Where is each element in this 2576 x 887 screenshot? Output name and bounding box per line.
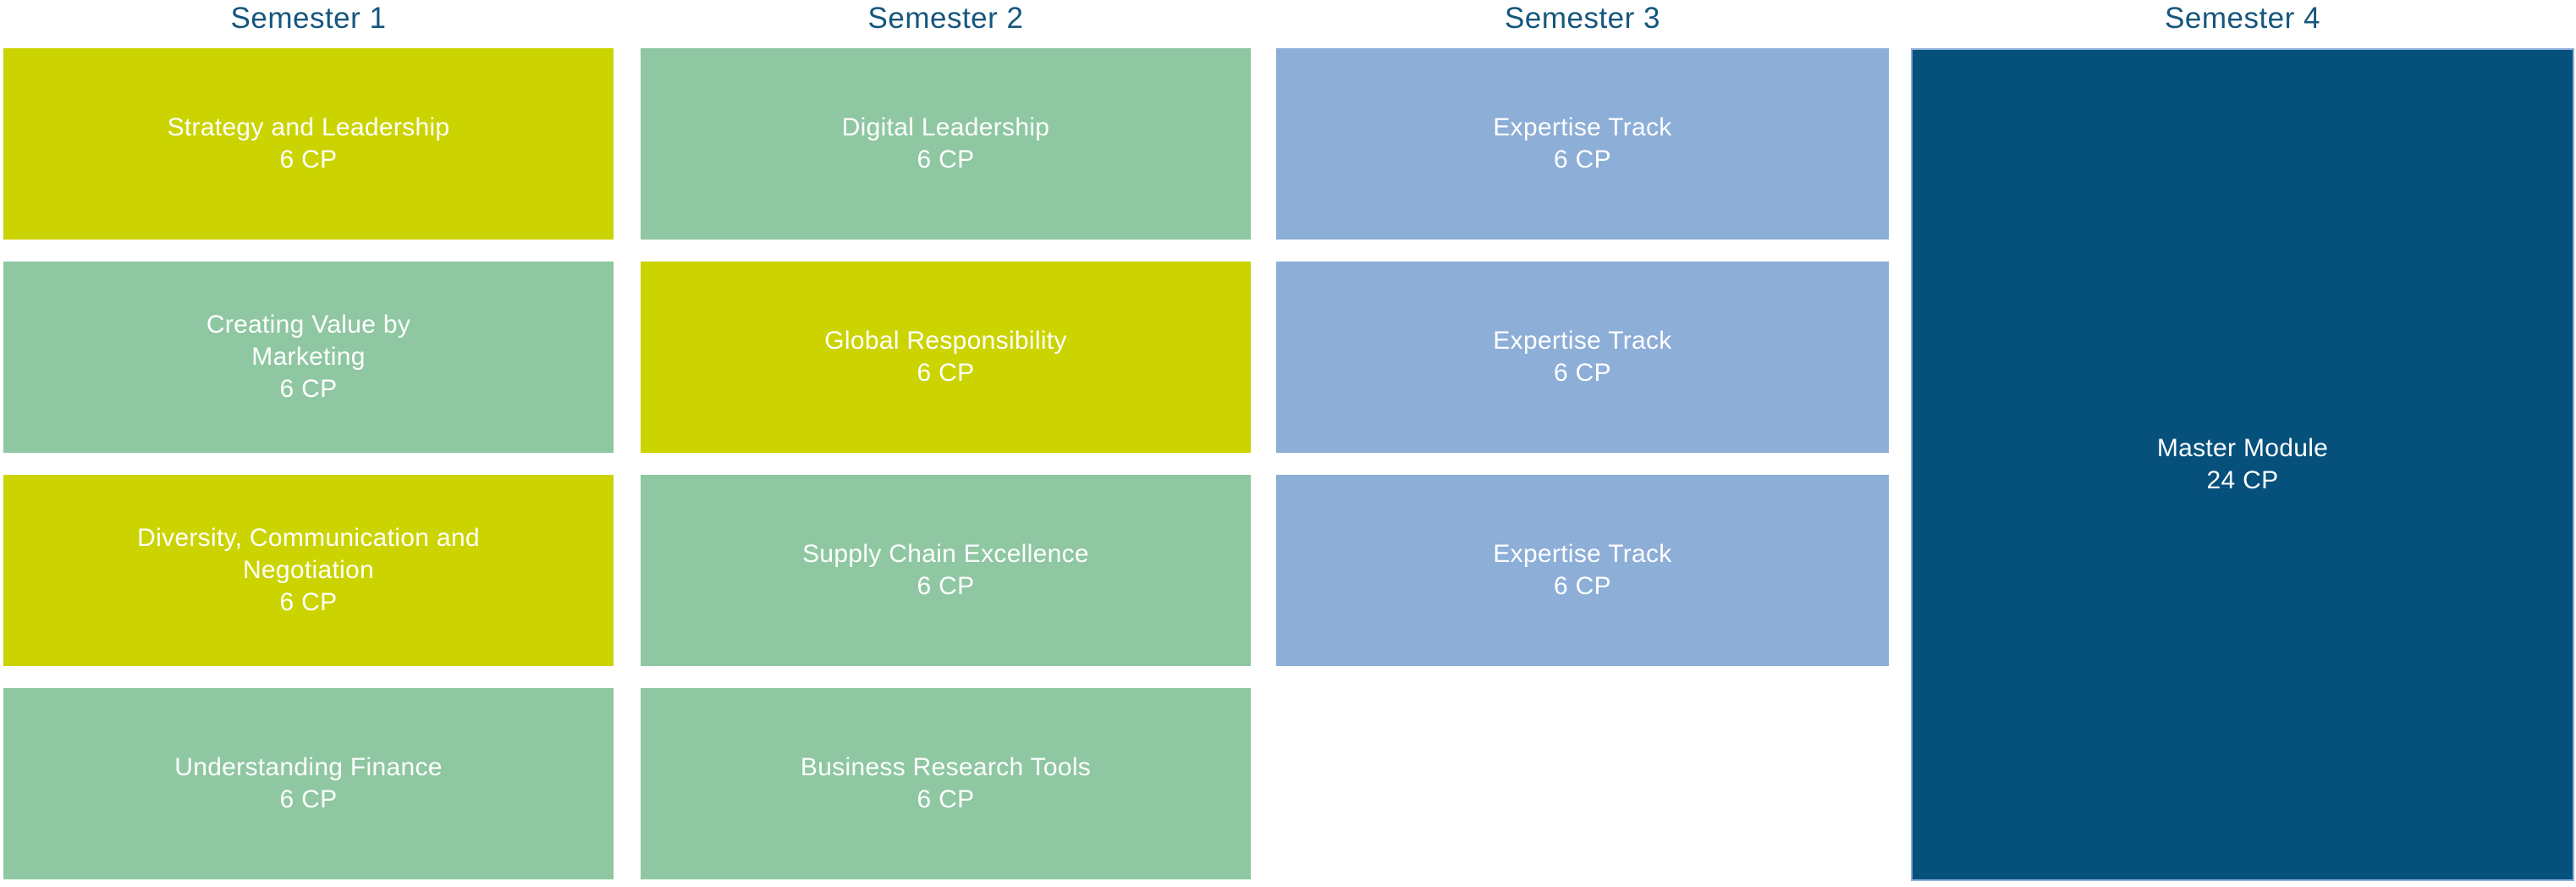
- module-title: Global Responsibility: [824, 327, 1067, 355]
- semester-4-column: Semester 4 Master Module 24 CP: [1911, 0, 2574, 887]
- module-credits: 6 CP: [916, 785, 975, 813]
- module-diversity-communication-and-negotiation: Diversity, Communication and Negotiation…: [3, 475, 614, 666]
- module-credits: 6 CP: [1554, 146, 1611, 174]
- module-title: Creating Value by Marketing: [206, 311, 411, 371]
- module-strategy-and-leadership: Strategy and Leadership 6 CP: [3, 48, 614, 240]
- module-expertise-track-1: Expertise Track 6 CP: [1276, 48, 1889, 240]
- module-credits: 6 CP: [279, 146, 338, 174]
- module-credits: 6 CP: [279, 588, 338, 616]
- module-title: Expertise Track: [1493, 540, 1672, 568]
- module-credits: 24 CP: [2206, 466, 2279, 494]
- module-title: Expertise Track: [1493, 327, 1672, 355]
- module-credits: 6 CP: [1554, 572, 1611, 600]
- module-title: Business Research Tools: [800, 753, 1092, 781]
- module-master-module: Master Module 24 CP: [1911, 48, 2574, 881]
- semester-1-column: Semester 1 Strategy and Leadership 6 CP …: [3, 0, 614, 887]
- module-understanding-finance: Understanding Finance 6 CP: [3, 688, 614, 879]
- module-credits: 6 CP: [1554, 359, 1611, 387]
- semester-2-column: Semester 2 Digital Leadership 6 CP Globa…: [641, 0, 1251, 887]
- module-title: Expertise Track: [1493, 113, 1672, 141]
- module-supply-chain-excellence: Supply Chain Excellence 6 CP: [641, 475, 1251, 666]
- module-global-responsibility: Global Responsibility 6 CP: [641, 262, 1251, 453]
- module-digital-leadership: Digital Leadership 6 CP: [641, 48, 1251, 240]
- module-title: Master Module: [2156, 434, 2329, 462]
- module-credits: 6 CP: [916, 146, 975, 174]
- module-title: Diversity, Communication and Negotiation: [137, 524, 480, 584]
- semester-1-header: Semester 1: [230, 2, 387, 35]
- semester-4-header: Semester 4: [2165, 2, 2320, 35]
- module-credits: 6 CP: [279, 375, 338, 403]
- module-title: Understanding Finance: [174, 753, 443, 781]
- semester-3-column: Semester 3 Expertise Track 6 CP Expertis…: [1276, 0, 1889, 887]
- semester-2-header: Semester 2: [867, 2, 1024, 35]
- module-business-research-tools: Business Research Tools 6 CP: [641, 688, 1251, 879]
- module-credits: 6 CP: [279, 785, 338, 813]
- module-expertise-track-3: Expertise Track 6 CP: [1276, 475, 1889, 666]
- module-creating-value-by-marketing: Creating Value by Marketing 6 CP: [3, 262, 614, 453]
- semester-3-header: Semester 3: [1505, 2, 1660, 35]
- module-title: Supply Chain Excellence: [802, 540, 1089, 568]
- module-credits: 6 CP: [916, 359, 975, 387]
- module-title: Strategy and Leadership: [167, 113, 450, 141]
- module-expertise-track-2: Expertise Track 6 CP: [1276, 262, 1889, 453]
- module-title: Digital Leadership: [841, 113, 1050, 141]
- module-credits: 6 CP: [916, 572, 975, 600]
